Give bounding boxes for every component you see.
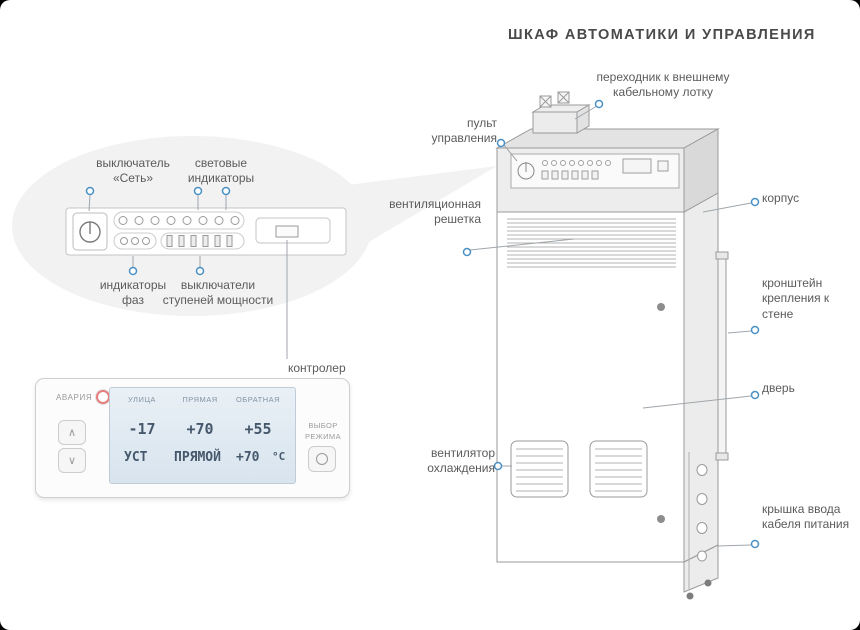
- cable-entry-plate: [688, 452, 708, 589]
- display-value-return: +55: [244, 420, 272, 438]
- mode-button-icon: [316, 453, 328, 465]
- fan-grilles: [510, 440, 648, 498]
- chevron-up-icon: ∧: [67, 427, 77, 439]
- label-phase-indicators: индикаторы фаз: [99, 278, 167, 308]
- top-connector: [531, 91, 591, 134]
- power-icon-small: [517, 162, 535, 180]
- label-adapter: переходник к внешнему кабельному лотку: [596, 70, 730, 100]
- label-fan: вентилятор охлаждения: [427, 446, 495, 476]
- mode-select-label: ВЫБОР РЕЖИМА: [305, 421, 341, 441]
- power-button: [72, 212, 108, 251]
- label-power-switch: выключатель «Сеть»: [96, 156, 170, 186]
- label-cable-cover: крышка ввода кабеля питания: [762, 502, 850, 532]
- phase-indicator-group: [113, 232, 157, 250]
- label-stage-switches: выключатели ступеней мощности: [162, 278, 274, 308]
- display-header-outdoor: УЛИЦА: [128, 395, 156, 404]
- alarm-indicator-icon: [96, 390, 110, 404]
- cabinet-feet: [686, 579, 712, 600]
- power-icon: [79, 221, 101, 243]
- leader-lines: [88, 105, 752, 547]
- fan-grille-left: [510, 440, 569, 498]
- display-set-mode: ПРЯМОЙ: [174, 450, 221, 465]
- label-door: дверь: [762, 381, 795, 395]
- topbox-top: [495, 128, 720, 149]
- label-controller: контролер: [288, 361, 346, 375]
- door-handle-dots: [657, 303, 665, 523]
- display-header-supply: ПРЯМАЯ: [182, 395, 218, 404]
- alarm-label: АВАРИЯ: [56, 393, 93, 402]
- label-body: корпус: [762, 191, 800, 205]
- panel-inset-controls: [517, 158, 669, 180]
- controller-panel: АВАРИЯ ∧ ∨ УЛИЦА ПРЯМАЯ ОБРАТНАЯ -17 +70…: [35, 378, 350, 498]
- cabinet-front: [496, 211, 685, 563]
- fan-grille-lines: [516, 448, 642, 492]
- display-header-return: ОБРАТНАЯ: [235, 395, 281, 404]
- fan-grille-right: [589, 440, 648, 498]
- vent-grille: [507, 218, 676, 268]
- display-set-value: +70: [236, 450, 260, 465]
- indicator-row: [113, 211, 245, 230]
- mode-button: [308, 446, 336, 472]
- wall-bracket: [715, 251, 729, 461]
- cabinet-drawing: [495, 128, 720, 593]
- up-button: ∧: [58, 420, 86, 445]
- down-button: ∨: [58, 448, 86, 473]
- display-value-supply: +70: [186, 420, 214, 438]
- stage-switch-group: [160, 232, 245, 250]
- label-bracket: кронштейн крепления к стене: [762, 276, 830, 321]
- label-control-panel: пульт управления: [431, 116, 497, 146]
- display-set-label: УСТ: [124, 450, 148, 465]
- display-set-unit: °С: [272, 450, 286, 463]
- aux-block: [255, 217, 331, 244]
- leader-dots: [85, 99, 760, 549]
- chevron-down-icon: ∨: [67, 455, 77, 467]
- display-value-outdoor: -17: [128, 420, 156, 438]
- zoom-panel: [65, 207, 347, 256]
- label-vent-grille: вентиляционная решетка: [389, 197, 481, 227]
- label-indicators: световые индикаторы: [187, 156, 255, 186]
- controller-display: УЛИЦА ПРЯМАЯ ОБРАТНАЯ -17 +70 +55 УСТ ПР…: [109, 387, 296, 484]
- diagram-title: ШКАФ АВТОМАТИКИ И УПРАВЛЕНИЯ: [508, 27, 816, 43]
